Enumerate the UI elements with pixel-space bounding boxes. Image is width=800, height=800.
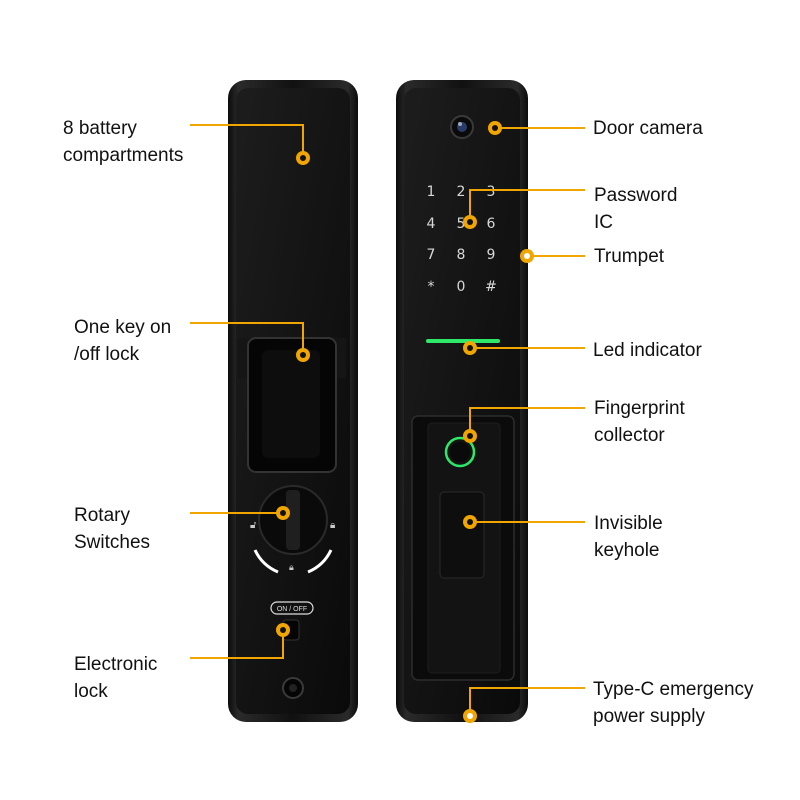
keypad-key-0[interactable]: 0 (457, 279, 466, 295)
keypad-key-6[interactable]: 6 (487, 216, 496, 232)
label-door-camera: Door camera (593, 118, 703, 139)
keypad-key-1[interactable]: 1 (427, 184, 436, 200)
keypad-key-9[interactable]: 9 (487, 247, 496, 263)
unlock-icon: 🔓︎ (250, 520, 257, 531)
keypad-key-star[interactable]: * (428, 279, 435, 295)
lock-icon: 🔒︎ (330, 520, 335, 531)
switch-label-frame (270, 601, 314, 615)
callout-typec (469, 687, 585, 716)
lock-small-icon: 🔒︎ (289, 562, 294, 572)
fingerprint-ring[interactable] (444, 436, 476, 468)
keypad: 1 2 3 4 5 6 7 8 9 * 0 # (427, 184, 497, 295)
callout-password (469, 189, 585, 222)
callout-fingerprint (469, 407, 585, 436)
keypad-key-4[interactable]: 4 (427, 216, 436, 232)
led-indicator (426, 339, 500, 343)
thumb-knob[interactable] (262, 350, 320, 458)
callout-onoff (190, 322, 304, 355)
label-led: Led indicator (593, 340, 702, 361)
keypad-key-5[interactable]: 5 (457, 216, 466, 232)
keypad-key-8[interactable]: 8 (457, 247, 466, 263)
callout-dots (276, 121, 534, 723)
invisible-keyhole-cover[interactable] (439, 491, 485, 579)
switch-label: ON / OFF (277, 606, 307, 613)
rotary-handle[interactable] (286, 490, 300, 550)
front-panel (396, 80, 528, 722)
label-trumpet: Trumpet (594, 246, 665, 267)
callout-electronic (190, 630, 284, 659)
keypad-key-hash[interactable]: # (485, 279, 497, 295)
back-panel: 🔓︎ 🔒︎ 🔒︎ ON / OFF (228, 80, 358, 722)
label-onoff-lock: One key on/off lock (74, 317, 172, 365)
keypad-key-2[interactable]: 2 (457, 184, 466, 200)
keypad-key-3[interactable]: 3 (487, 184, 496, 200)
callout-lines (190, 124, 585, 716)
callout-battery (190, 124, 304, 158)
keypad-key-7[interactable]: 7 (427, 247, 436, 263)
